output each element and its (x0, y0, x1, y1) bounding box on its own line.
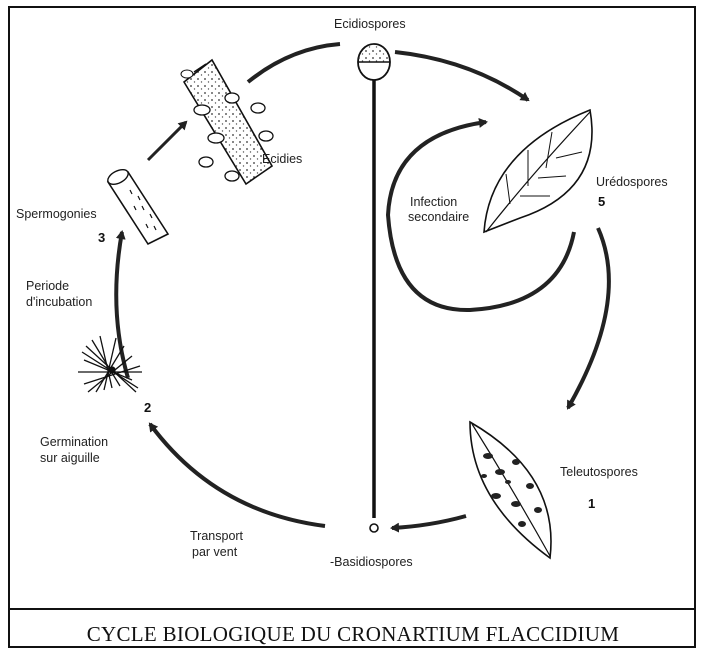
label-transport-line1: Transport (190, 529, 244, 543)
arrow-leaf-to-teleutospores (568, 228, 609, 408)
label-transport-line2: par vent (192, 545, 238, 559)
label-germination-line1: Germination (40, 435, 108, 449)
stage-number-5: 5 (598, 194, 605, 209)
stage-number-2: 2 (144, 400, 151, 415)
label-periode-line2: d'incubation (26, 295, 92, 309)
label-infection-line1: Infection (410, 195, 457, 209)
arrow-ecidiospores-to-leaf (395, 52, 528, 100)
basidiospore-icon (370, 524, 378, 532)
uredo-leaf-icon (484, 110, 592, 232)
label-germination-line2: sur aiguille (40, 451, 100, 465)
arrow-spermogonies-to-ecidies (148, 122, 186, 160)
pine-needles-icon (78, 336, 142, 392)
label-ecidies: Ecidies (262, 152, 302, 166)
arrow-ecidies-to-ecidiospores (248, 44, 340, 82)
label-ecidiospores: Ecidiospores (334, 17, 406, 31)
label-spermogonies: Spermogonies (16, 207, 97, 221)
ecidiospore-icon (358, 44, 390, 80)
stage-number-1: 1 (588, 496, 595, 511)
stage-number-3: 3 (98, 230, 105, 245)
teleuto-leaf-icon (470, 422, 551, 558)
diagram-caption: CYCLE BIOLOGIQUE DU CRONARTIUM FLACCIDIU… (87, 622, 620, 646)
branch-with-aecia-icon (181, 60, 273, 184)
arrow-basidiospores-to-needle (150, 424, 325, 526)
label-teleutospores: Teleutospores (560, 465, 638, 479)
label-uredospores: Urédospores (596, 175, 668, 189)
label-basidiospores: -Basidiospores (330, 555, 413, 569)
arrow-teleutospores-to-basidiospores (392, 516, 466, 528)
label-infection-line2: secondaire (408, 210, 469, 224)
spermogonia-twig-icon (105, 167, 168, 244)
label-periode-line1: Periode (26, 279, 69, 293)
